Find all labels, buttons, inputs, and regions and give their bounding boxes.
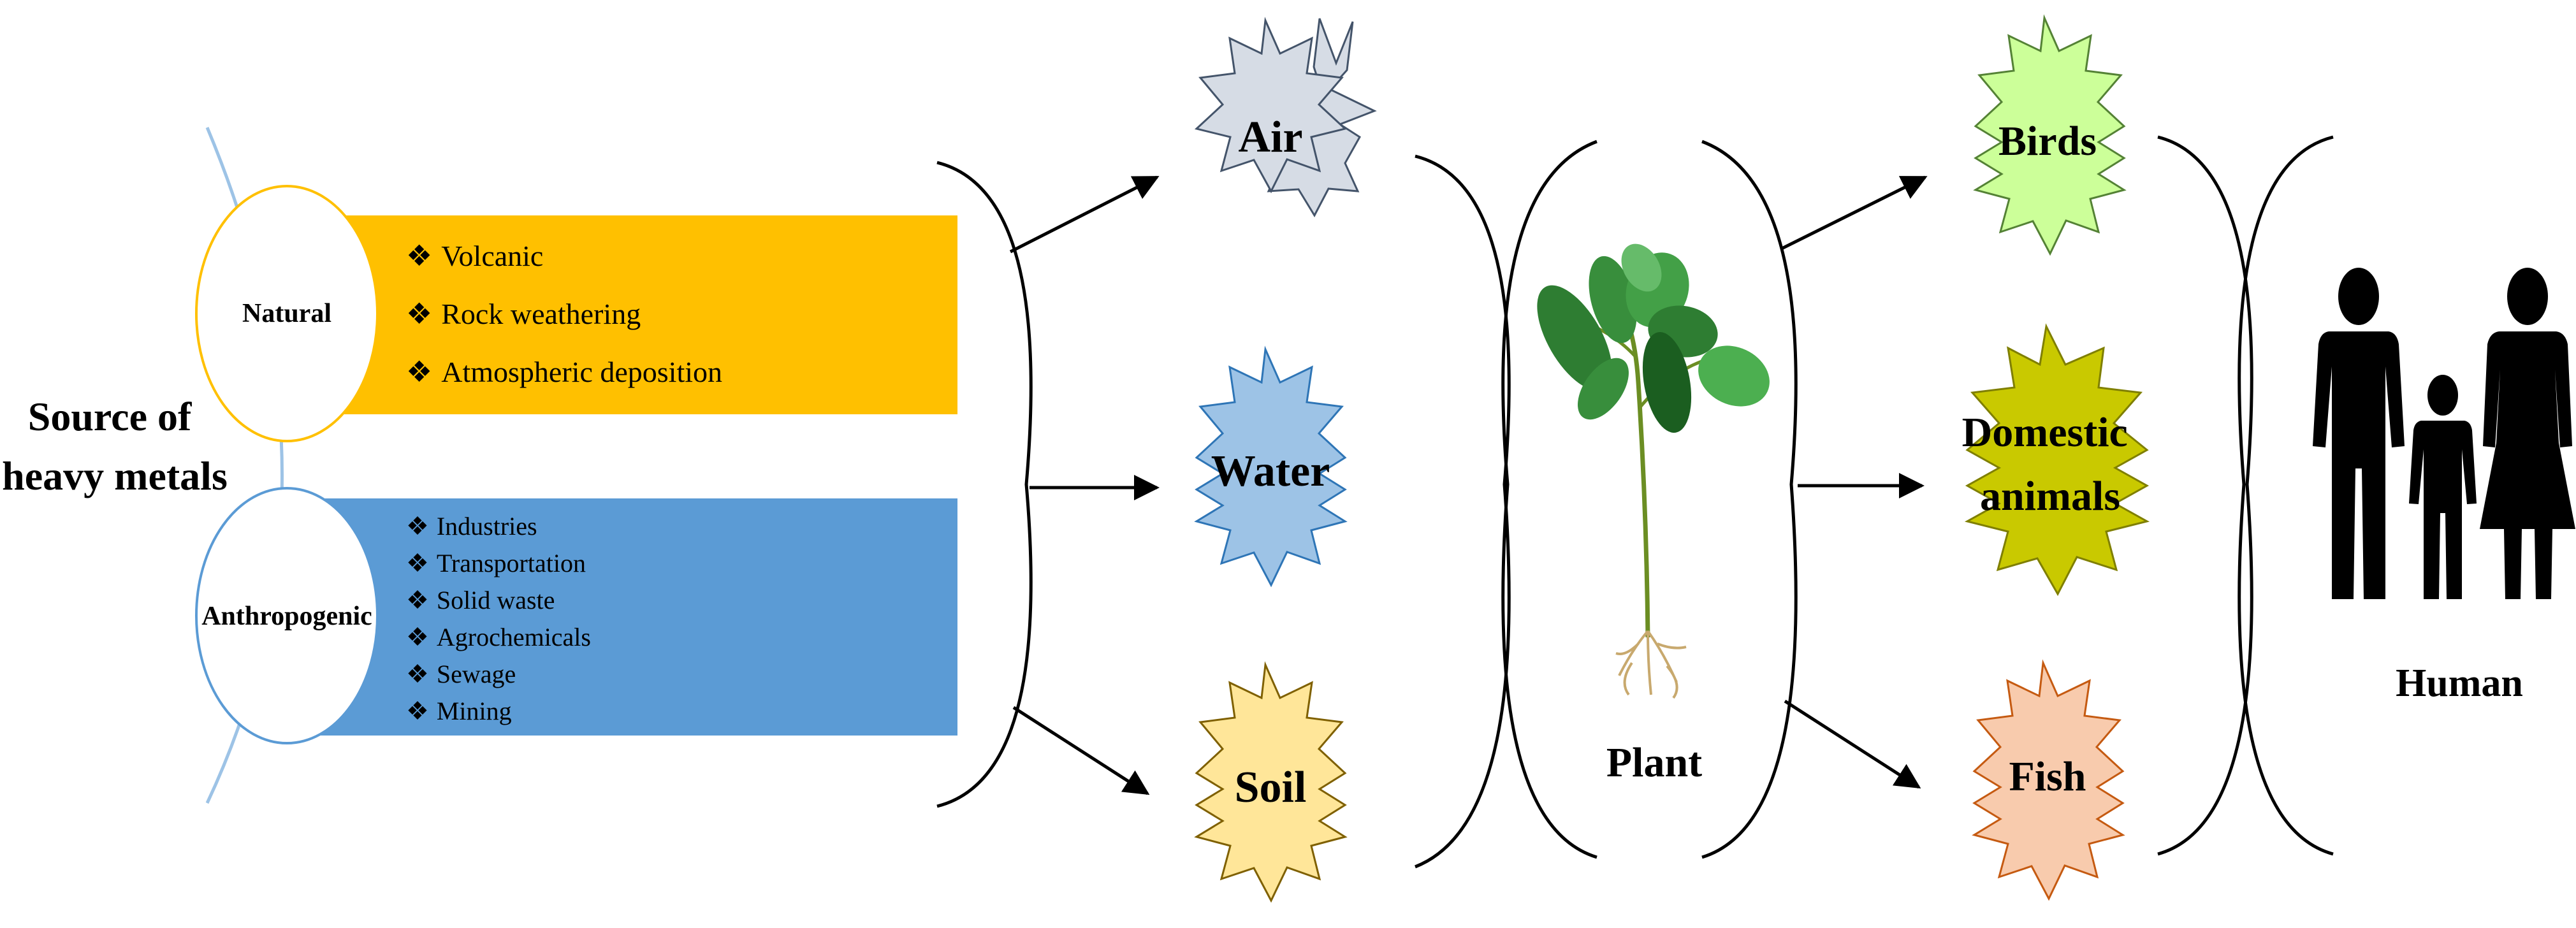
source-title: Source of heavy metals	[2, 394, 228, 498]
plant-leaf	[1698, 345, 1770, 407]
anthropogenic-item-mining: ❖Mining	[406, 697, 512, 725]
anthropogenic-item-transportation: ❖Transportation	[406, 549, 586, 577]
bullet-icon: ❖	[406, 549, 429, 577]
consumer-label-birds: Birds	[1998, 118, 2097, 164]
bullet-icon: ❖	[406, 623, 429, 651]
consumer-label-domestic-line-1: Domestic	[1962, 409, 2128, 456]
plant-roots	[1615, 630, 1687, 699]
human-open-bracket	[2238, 135, 2334, 856]
plant-leaf	[1642, 331, 1692, 433]
natural-circle	[195, 185, 379, 442]
plant-stem	[1617, 298, 1650, 638]
family-silhouette-icon	[2313, 268, 2575, 599]
media-air: Air	[1194, 17, 1377, 218]
arrow-to-birds	[1780, 175, 1928, 250]
consumer-label-domestic-animals: Domestic animals	[1962, 409, 2139, 519]
bullet-icon: ❖	[406, 660, 429, 688]
bullet-icon: ❖	[406, 586, 429, 614]
bullet-icon: ❖	[406, 697, 429, 725]
arrow-to-fish	[1784, 699, 1921, 789]
arrow-to-soil	[1012, 706, 1150, 795]
plant-open-bracket	[1501, 140, 1597, 859]
sources-close-bracket	[936, 161, 1033, 808]
child-silhouette-icon	[2409, 375, 2477, 599]
human-label: Human	[2396, 662, 2523, 705]
arrow-to-air	[1009, 175, 1160, 254]
natural-list: ❖Volcanic ❖Rock weathering ❖Atmospheric …	[406, 240, 722, 388]
woman-silhouette-icon	[2480, 268, 2575, 599]
star-shape-fish	[1972, 659, 2125, 901]
consumers-close-bracket	[2157, 135, 2253, 856]
media-label-soil: Soil	[1235, 763, 1307, 812]
anthropogenic-band	[312, 498, 957, 736]
man-silhouette-icon	[2313, 268, 2405, 599]
anthropogenic-list: ❖Industries ❖Transportation ❖Solid waste…	[406, 512, 591, 725]
anthropogenic-item-agrochemicals: ❖Agrochemicals	[406, 623, 591, 651]
plant-leaf	[1537, 285, 1612, 391]
star-shape-air	[1194, 17, 1348, 194]
source-title-line-1: Source of	[28, 394, 192, 439]
plant-leaf	[1578, 358, 1629, 420]
plant-leaf	[1621, 243, 1662, 292]
anthropogenic-item-solid-waste: ❖Solid waste	[406, 586, 555, 614]
anthropogenic-item-sewage: ❖Sewage	[406, 660, 516, 688]
natural-band	[312, 215, 957, 414]
anthropogenic-label: Anthropogenic	[201, 602, 372, 631]
consumer-label-domestic-line-2: animals	[1980, 473, 2120, 519]
consumer-birds: Birds	[1973, 14, 2127, 256]
plant-icon	[1537, 243, 1770, 699]
natural-item-atmospheric-deposition: ❖Atmospheric deposition	[406, 356, 722, 388]
plant-close-bracket	[1701, 140, 1798, 859]
plant-label: Plant	[1606, 739, 1702, 786]
star-shape-birds	[1973, 14, 2127, 256]
bullet-icon: ❖	[406, 240, 432, 272]
media-soil: Soil	[1194, 661, 1348, 903]
media-close-bracket	[1415, 154, 1511, 869]
source-title-line-2: heavy metals	[2, 453, 228, 498]
consumer-fish: Fish	[1972, 659, 2125, 901]
natural-item-rock-weathering: ❖Rock weathering	[406, 298, 641, 330]
star-shape-domestic-animals	[1964, 323, 2150, 597]
bullet-icon: ❖	[406, 512, 429, 540]
consumer-label-fish: Fish	[2009, 753, 2086, 800]
star-shape-soil	[1194, 661, 1348, 903]
media-label-water: Water	[1211, 447, 1330, 496]
bullet-icon: ❖	[406, 298, 432, 330]
anthropogenic-circle	[195, 487, 379, 744]
plant-leaf	[1589, 256, 1637, 344]
media-water: Water	[1194, 345, 1348, 588]
consumer-domestic-animals: Domestic animals	[1962, 323, 2150, 597]
media-label-air: Air	[1238, 113, 1302, 162]
star-shape-water	[1194, 345, 1348, 588]
natural-item-volcanic: ❖Volcanic	[406, 240, 543, 272]
anthropogenic-item-industries: ❖Industries	[406, 512, 537, 540]
natural-label: Natural	[242, 299, 331, 328]
bullet-icon: ❖	[406, 356, 432, 388]
